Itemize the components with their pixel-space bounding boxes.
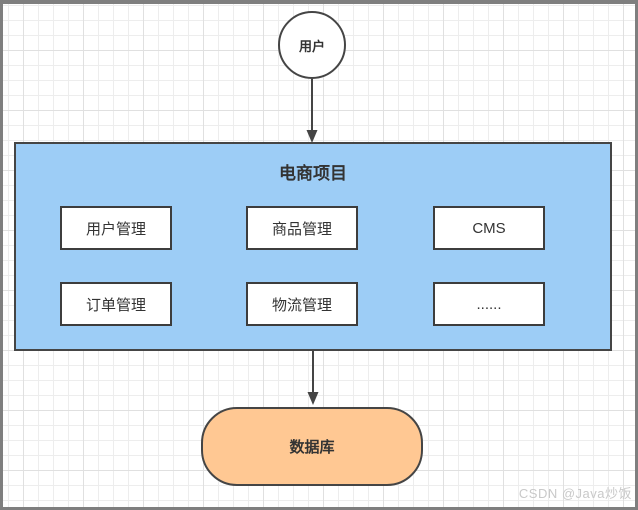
module-label: 订单管理 (85, 296, 146, 314)
project-container: 电商项目 用户管理 商品管理 CMS 订单管理 物流管理 ...... (14, 142, 612, 351)
module-box-logistics-management: 物流管理 (246, 282, 358, 326)
watermark: CSDN @Java炒饭 (518, 486, 632, 501)
user-node-label: 用户 (298, 38, 325, 54)
database-node-label: 数据库 (289, 439, 335, 456)
module-label: 物流管理 (271, 296, 332, 314)
module-label: CMS (472, 219, 506, 237)
project-to-database-arrow (307, 351, 319, 405)
module-label: 商品管理 (271, 220, 332, 238)
module-box-cms: CMS (433, 206, 545, 250)
module-label: ...... (476, 295, 502, 313)
module-box-user-management: 用户管理 (60, 206, 172, 250)
module-box-order-management: 订单管理 (60, 282, 172, 326)
user-node: 用户 (278, 11, 346, 79)
user-to-project-arrow (306, 79, 318, 143)
module-box-product-management: 商品管理 (246, 206, 358, 250)
project-title: 电商项目 (279, 164, 347, 183)
database-node: 数据库 (201, 407, 423, 486)
module-label: 用户管理 (85, 220, 146, 238)
grid-background: 用户 电商项目 用户管理 商品管理 CMS 订单管理 物流管理 ...... (3, 4, 635, 507)
module-box-ellipsis: ...... (433, 282, 545, 326)
